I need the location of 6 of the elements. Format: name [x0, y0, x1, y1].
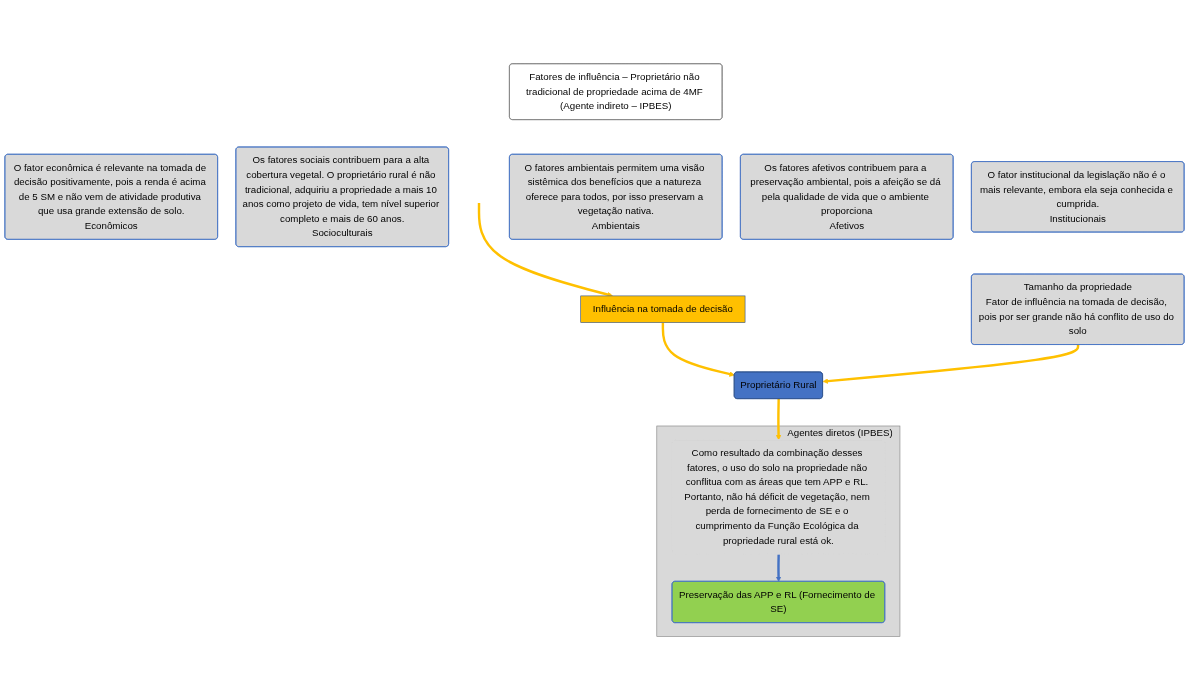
arrow [775, 554, 782, 582]
arrow [775, 398, 782, 441]
arrow [822, 344, 1080, 384]
node-text: Como resultado da combinação desses fatores, o uso do solo na propriedade não conflitua com as áreas que tem APP e RL. Portanto, não há déficit de vegetação, nem perda de fornecimento de SE e o cumprimento da Função Ecológica da propriedade rural está ok. [684, 447, 870, 546]
node-box: Influência na tomada de decisão [580, 295, 746, 323]
arrow [661, 322, 735, 377]
